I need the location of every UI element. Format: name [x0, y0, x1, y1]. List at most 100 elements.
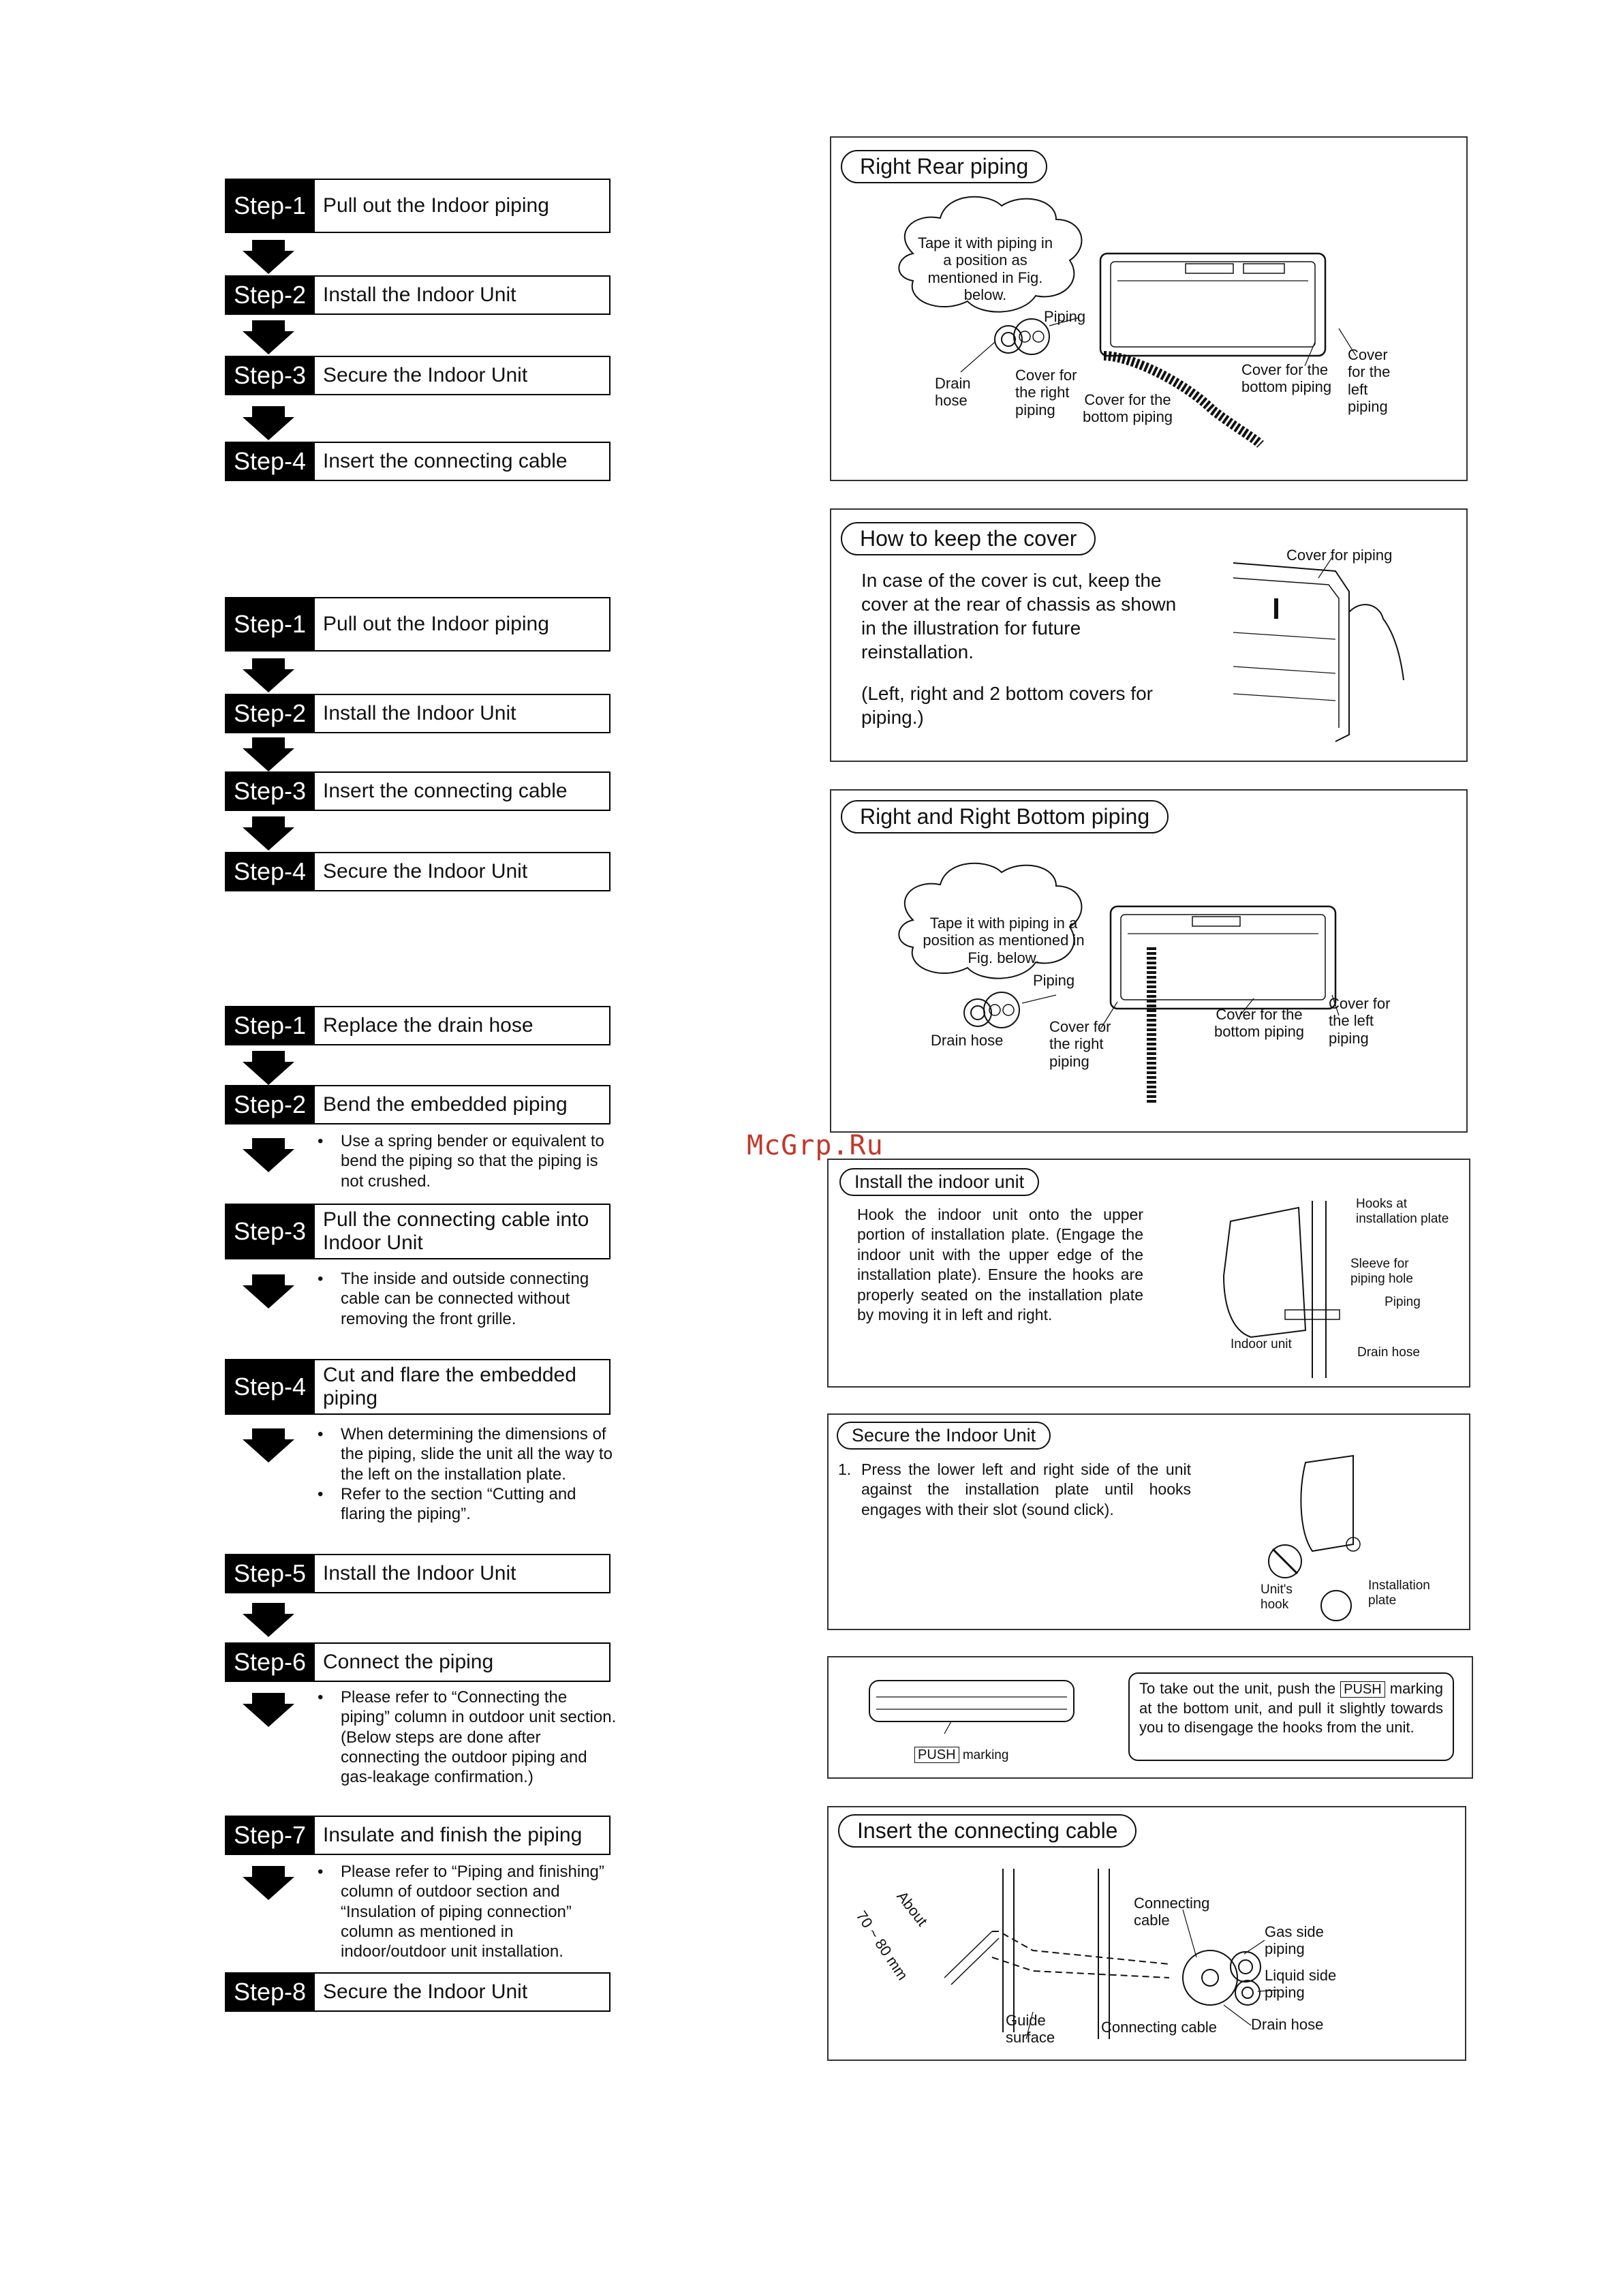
push-marking-label: PUSH marking [914, 1747, 1008, 1763]
cloud-text: Tape it with piping in a position as men… [923, 915, 1085, 966]
push-instruction-box: To take out the unit, push the PUSH mark… [1128, 1672, 1454, 1761]
down-arrow-icon [243, 1274, 294, 1308]
down-arrow-icon [243, 658, 294, 692]
push-icon: PUSH [914, 1747, 959, 1763]
step-text: Pull the connecting cable into Indoor Un… [315, 1204, 610, 1259]
panel-right-rear-piping: Right Rear piping Tape it with piping in… [830, 136, 1468, 481]
step-number: 1. [838, 1460, 852, 1478]
step-text: Pull out the Indoor piping [315, 179, 610, 233]
step-tag: Step-1 [225, 597, 315, 652]
panel-keep-cover: How to keep the cover In case of the cov… [830, 508, 1468, 762]
step-text: Pull out the Indoor piping [315, 597, 610, 652]
cover-right-label: Cover for the right piping [1049, 1018, 1111, 1070]
panel-install-indoor-unit: Install the indoor unit Hook the indoor … [827, 1159, 1470, 1388]
piping-label: Piping [1385, 1295, 1421, 1309]
flow2-step-2: Step-2 Install the Indoor Unit [225, 694, 610, 733]
flow2-step-3: Step-3 Insert the connecting cable [225, 771, 610, 811]
step-text: Connect the piping [315, 1642, 610, 1682]
step-note: •Use a spring bender or equivalent to be… [318, 1132, 604, 1191]
down-arrow-icon [243, 406, 294, 440]
install-illustration [1222, 1201, 1340, 1378]
cover-bottom-label: Cover for the bottom piping [1214, 1006, 1305, 1041]
indoor-unit-label: Indoor unit [1231, 1337, 1292, 1351]
step-tag: Step-5 [225, 1554, 315, 1593]
cover-right-label: Cover for the right piping [1015, 367, 1077, 418]
down-arrow-icon [243, 1138, 294, 1172]
step-text: Install the Indoor Unit [315, 694, 610, 733]
step-tag: Step-4 [225, 442, 315, 481]
flow1-step-2: Step-2 Install the Indoor Unit [225, 275, 610, 315]
units-hook-label: Unit's hook [1261, 1582, 1293, 1612]
install-text: Hook the indoor unit onto the upper port… [857, 1206, 1143, 1324]
step-tag: Step-8 [225, 1972, 315, 2012]
step-text: Insert the connecting cable [315, 442, 610, 481]
panel-title: Insert the connecting cable [838, 1814, 1137, 1848]
panel-push-marking: PUSH marking To take out the unit, push … [827, 1656, 1473, 1779]
piping-label: Piping [1033, 972, 1075, 989]
connecting-cable-label-top: Connecting cable [1134, 1895, 1210, 1929]
flow1-step-3: Step-3 Secure the Indoor Unit [225, 356, 610, 395]
step-tag: Step-3 [225, 356, 315, 395]
step-text: Insulate and finish the piping [315, 1816, 610, 1855]
cover-left-label: Cover for the left piping [1348, 346, 1391, 415]
step-text: Secure the Indoor Unit [315, 852, 610, 891]
drain-hose-label: Drain hose [1357, 1345, 1420, 1360]
step-tag: Step-2 [225, 275, 315, 315]
cover-left-label: Cover for the left piping [1329, 995, 1391, 1047]
panel-secure-indoor-unit: Secure the Indoor Unit 1. Press the lowe… [827, 1413, 1470, 1630]
cover-bottom-label-a: Cover for the bottom piping [1082, 391, 1173, 426]
step-tag: Step-1 [225, 1006, 315, 1045]
drain-hose-label: Drain hose [1251, 2016, 1324, 2033]
step-tag: Step-3 [225, 771, 315, 811]
down-arrow-icon [243, 816, 294, 851]
watermark: McGrp.Ru [747, 1130, 884, 1161]
piping-label: Piping [1044, 308, 1086, 325]
flow3-step-1: Step-1 Replace the drain hose [225, 1006, 610, 1045]
down-arrow-icon [243, 1428, 294, 1463]
step-tag: Step-1 [225, 179, 315, 233]
down-arrow-icon [243, 320, 294, 354]
step-text: Insert the connecting cable [315, 771, 610, 811]
panel-title: Install the indoor unit [839, 1168, 1040, 1196]
down-arrow-icon [243, 1866, 294, 1900]
sleeve-label: Sleeve for piping hole [1350, 1257, 1413, 1286]
flow1-step-1: Step-1 Pull out the Indoor piping [225, 179, 610, 233]
flow3-step-6: Step-6 Connect the piping [225, 1642, 610, 1682]
cloud-text: Tape it with piping in a position as men… [917, 234, 1053, 303]
down-arrow-icon [243, 240, 294, 274]
flow3-step-4: Step-4 Cut and flare the embedded piping [225, 1359, 610, 1415]
keep-cover-note: (Left, right and 2 bottom covers for pip… [861, 683, 1153, 728]
flow2-step-4: Step-4 Secure the Indoor Unit [225, 852, 610, 891]
step-text: Bend the embedded piping [315, 1085, 610, 1124]
guide-surface-label: Guide surface [1006, 2012, 1055, 2047]
installation-plate-label: Installation plate [1368, 1578, 1430, 1608]
flow3-step-7: Step-7 Insulate and finish the piping [225, 1816, 610, 1855]
insert-cable-illustration [944, 1869, 1279, 2040]
down-arrow-icon [243, 1693, 294, 1727]
panel-insert-connecting-cable: Insert the connecting cable About 70 ~ 8… [827, 1806, 1466, 2061]
step-tag: Step-4 [225, 852, 315, 891]
push-icon: PUSH [1340, 1681, 1385, 1698]
step-note: •Please refer to “Connecting the piping”… [318, 1688, 617, 1787]
step-text: Secure the Indoor Unit [315, 1972, 610, 2012]
step-text: Cut and flare the embedded piping [315, 1359, 610, 1415]
drain-hose-label: Drain hose [935, 375, 971, 410]
connecting-cable-label-bottom: Connecting cable [1101, 2019, 1218, 2036]
step-tag: Step-3 [225, 1204, 315, 1259]
secure-text: Press the lower left and right side of t… [861, 1460, 1191, 1518]
cover-bottom-label-b: Cover for the bottom piping [1241, 361, 1332, 396]
step-tag: Step-2 [225, 694, 315, 733]
secure-illustration [1268, 1454, 1361, 1621]
unit-bottom-illustration [869, 1680, 1075, 1734]
step-tag: Step-2 [225, 1085, 315, 1124]
flow3-step-8: Step-8 Secure the Indoor Unit [225, 1972, 610, 2012]
flow3-step-5: Step-5 Install the Indoor Unit [225, 1554, 610, 1593]
flow3-step-3: Step-3 Pull the connecting cable into In… [225, 1204, 610, 1259]
flow3-step-2: Step-2 Bend the embedded piping [225, 1085, 610, 1124]
step-text: Install the Indoor Unit [315, 275, 610, 315]
panel-title: Right and Right Bottom piping [841, 800, 1169, 833]
panel-title: Secure the Indoor Unit [837, 1422, 1051, 1450]
panel-title: Right Rear piping [841, 150, 1048, 183]
right-bottom-illustration [898, 862, 1340, 1104]
step-text: Secure the Indoor Unit [315, 356, 610, 395]
